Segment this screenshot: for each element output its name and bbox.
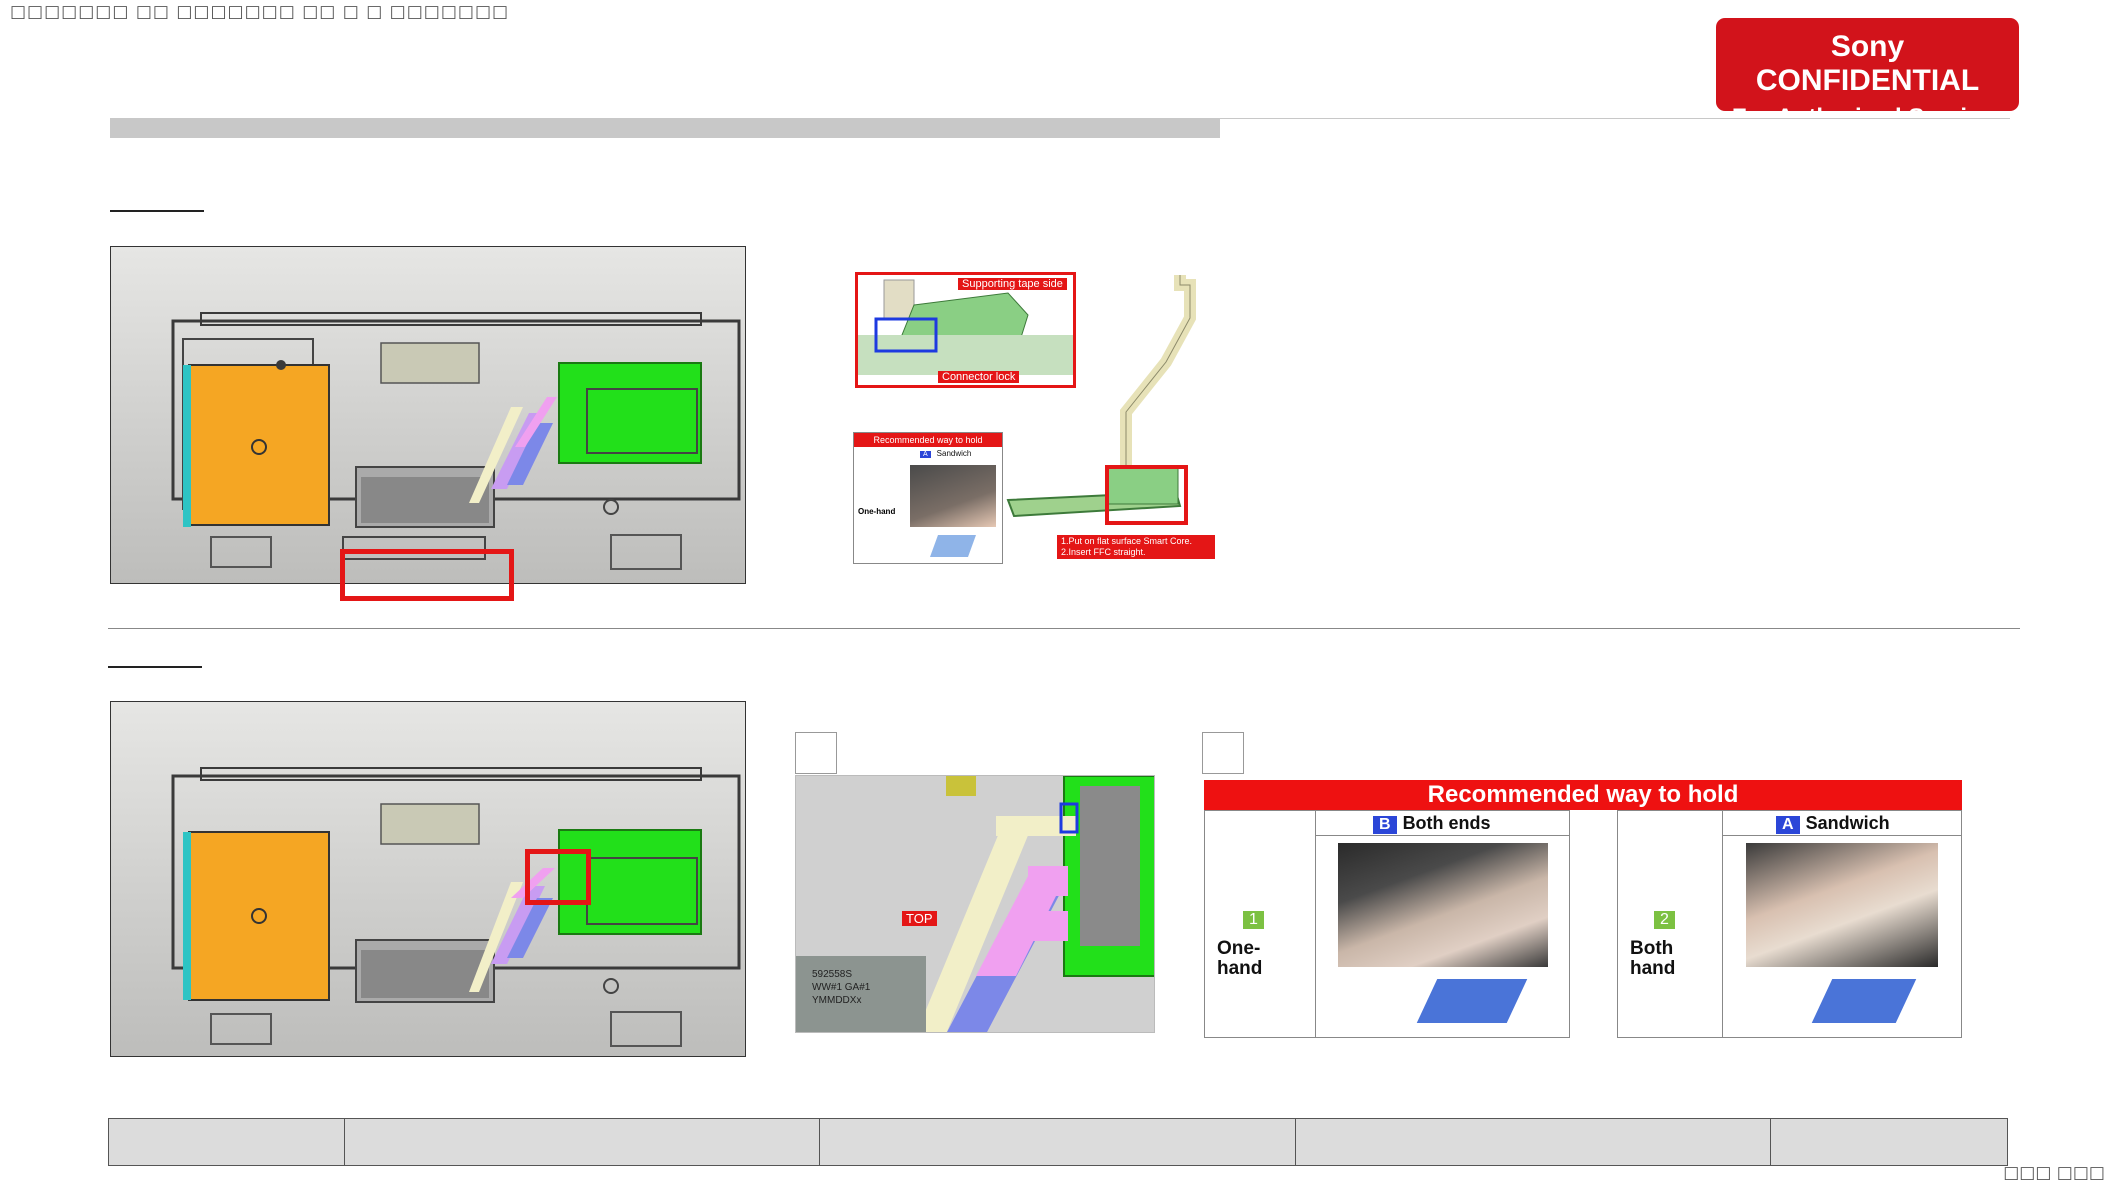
confidential-line2: For Authorized Servicer bbox=[1731, 104, 2004, 131]
hold-both-ends-table: B Both ends 1 One- hand bbox=[1204, 810, 1570, 1038]
tv-chassis-drawing bbox=[171, 312, 741, 570]
closeup-sticker: 592558S WW#1 GA#1 YMMDDXx bbox=[812, 968, 870, 1007]
connector-closeup-drawing bbox=[858, 279, 1073, 375]
confidential-line1: Sony CONFIDENTIAL bbox=[1755, 30, 1980, 97]
footer-cell-1 bbox=[109, 1119, 345, 1165]
section-divider bbox=[108, 628, 2020, 629]
step1-connector-highlight bbox=[340, 549, 514, 601]
confidential-badge: Sony CONFIDENTIAL For Authorized Service… bbox=[1716, 18, 2019, 131]
sandwich-label: Sandwich bbox=[1805, 813, 1890, 833]
step2-heading-underline bbox=[108, 666, 202, 668]
step2-connector-closeup: TOP 592558S WW#1 GA#1 YMMDDXx bbox=[795, 775, 1155, 1033]
small-recommended-title: Recommended way to hold bbox=[854, 433, 1002, 447]
step2-tv-rear-photo bbox=[110, 701, 746, 1057]
badge-b: B bbox=[1373, 816, 1397, 834]
closeup-drawing bbox=[796, 776, 1154, 1032]
step2-hold-number-box bbox=[1202, 732, 1244, 774]
sandwich-heading: A Sandwich bbox=[1776, 813, 1890, 834]
ffc-connector-highlight bbox=[1105, 465, 1188, 525]
small-ffc-sketch bbox=[929, 535, 977, 557]
small-sandwich-badge: A bbox=[920, 451, 931, 458]
ffc-sketch-b bbox=[1416, 979, 1528, 1023]
footer-cell-5 bbox=[1771, 1119, 2007, 1165]
step2-closeup-number-box bbox=[795, 732, 837, 774]
both-hand-label: Both hand bbox=[1630, 938, 1676, 979]
hold-sandwich-table: A Sandwich 2 Both hand bbox=[1617, 810, 1962, 1038]
title-bar bbox=[110, 118, 1220, 138]
both-ends-heading: B Both ends bbox=[1373, 813, 1491, 834]
badge-2: 2 bbox=[1654, 911, 1675, 929]
ffc-sketch-a bbox=[1811, 979, 1917, 1023]
sticker-line-2: WW#1 GA#1 bbox=[812, 982, 871, 993]
step1-tv-rear-photo bbox=[110, 246, 746, 584]
small-sandwich-label: Sandwich bbox=[936, 449, 972, 458]
step1-heading-underline bbox=[110, 210, 204, 212]
footer-cell-4 bbox=[1296, 1119, 1771, 1165]
hold-sandwich-photo bbox=[1746, 843, 1938, 967]
tv-chassis-drawing-2 bbox=[171, 767, 741, 1047]
sticker-line-3: YMMDDXx bbox=[812, 995, 862, 1006]
supporting-tape-label: Supporting tape side bbox=[958, 278, 1067, 290]
footer-cell-3 bbox=[820, 1119, 1296, 1165]
top-label: TOP bbox=[902, 911, 937, 926]
one-hand-label: One- hand bbox=[1217, 938, 1263, 979]
small-onehand-label: One-hand bbox=[858, 507, 896, 516]
ffc-cable-routing-drawing bbox=[1006, 275, 1196, 518]
page-title-garbled: □□□□□□□ □□ □□□□□□□ □□ □ □ □□□□□□□ bbox=[10, 2, 510, 22]
badge-1: 1 bbox=[1243, 911, 1264, 929]
step1-instructions: 1.Put on flat surface Smart Core. 2.Inse… bbox=[1057, 535, 1215, 559]
small-hand-photo bbox=[910, 465, 996, 527]
hold-both-ends-photo bbox=[1338, 843, 1548, 967]
sticker-line-1: 592558S bbox=[812, 969, 853, 980]
connector-closeup: Supporting tape side Connector lock bbox=[855, 272, 1076, 388]
step2-connector-highlight bbox=[525, 849, 591, 905]
both-ends-label: Both ends bbox=[1402, 813, 1491, 833]
page-number: □□□ □□□ bbox=[2003, 1163, 2105, 1183]
connector-lock-label: Connector lock bbox=[938, 371, 1020, 383]
footer-table bbox=[108, 1118, 2008, 1166]
recommended-title: Recommended way to hold bbox=[1204, 780, 1962, 810]
small-recommended-hold: Recommended way to hold A Sandwich One-ha… bbox=[853, 432, 1003, 564]
badge-a: A bbox=[1776, 816, 1800, 834]
footer-cell-2 bbox=[345, 1119, 820, 1165]
